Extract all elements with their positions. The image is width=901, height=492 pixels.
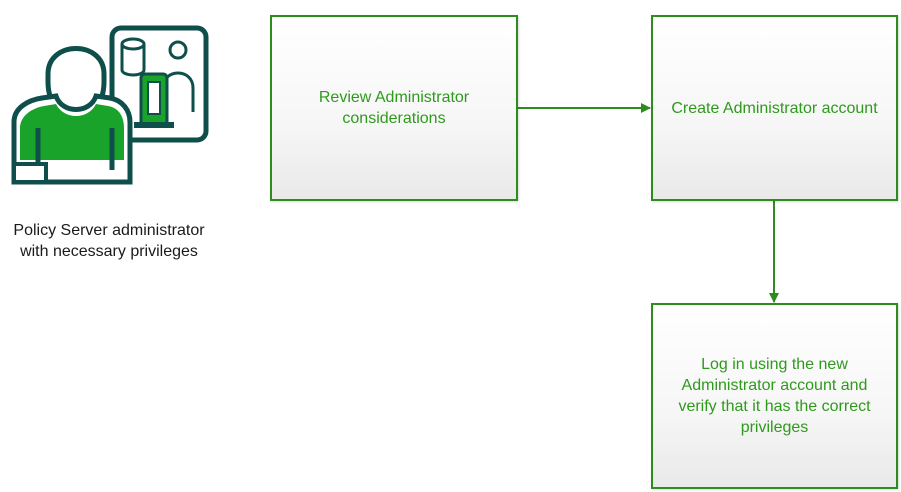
step-login-verify: Log in using the new Administrator accou… [651, 303, 898, 489]
persona-caption: Policy Server administrator with necessa… [0, 220, 218, 262]
step-label-line: privileges [740, 419, 809, 436]
step-label-line: Review Administrator [318, 89, 470, 106]
persona-caption-line: Policy Server administrator [13, 222, 205, 239]
step-label-line: Create Administrator account [671, 99, 878, 117]
step-create-account: Create Administrator account [651, 15, 898, 201]
persona-caption-line: with necessary privileges [20, 243, 198, 260]
policy-server-administrator-icon [11, 25, 209, 185]
step-label-line: considerations [342, 110, 446, 127]
step-review-considerations: Review Administrator considerations [270, 15, 518, 201]
step-label-line: Administrator account and [681, 377, 868, 394]
step-label-line: Log in using the new [701, 356, 848, 373]
step-label-line: verify that it has the correct [678, 398, 871, 415]
